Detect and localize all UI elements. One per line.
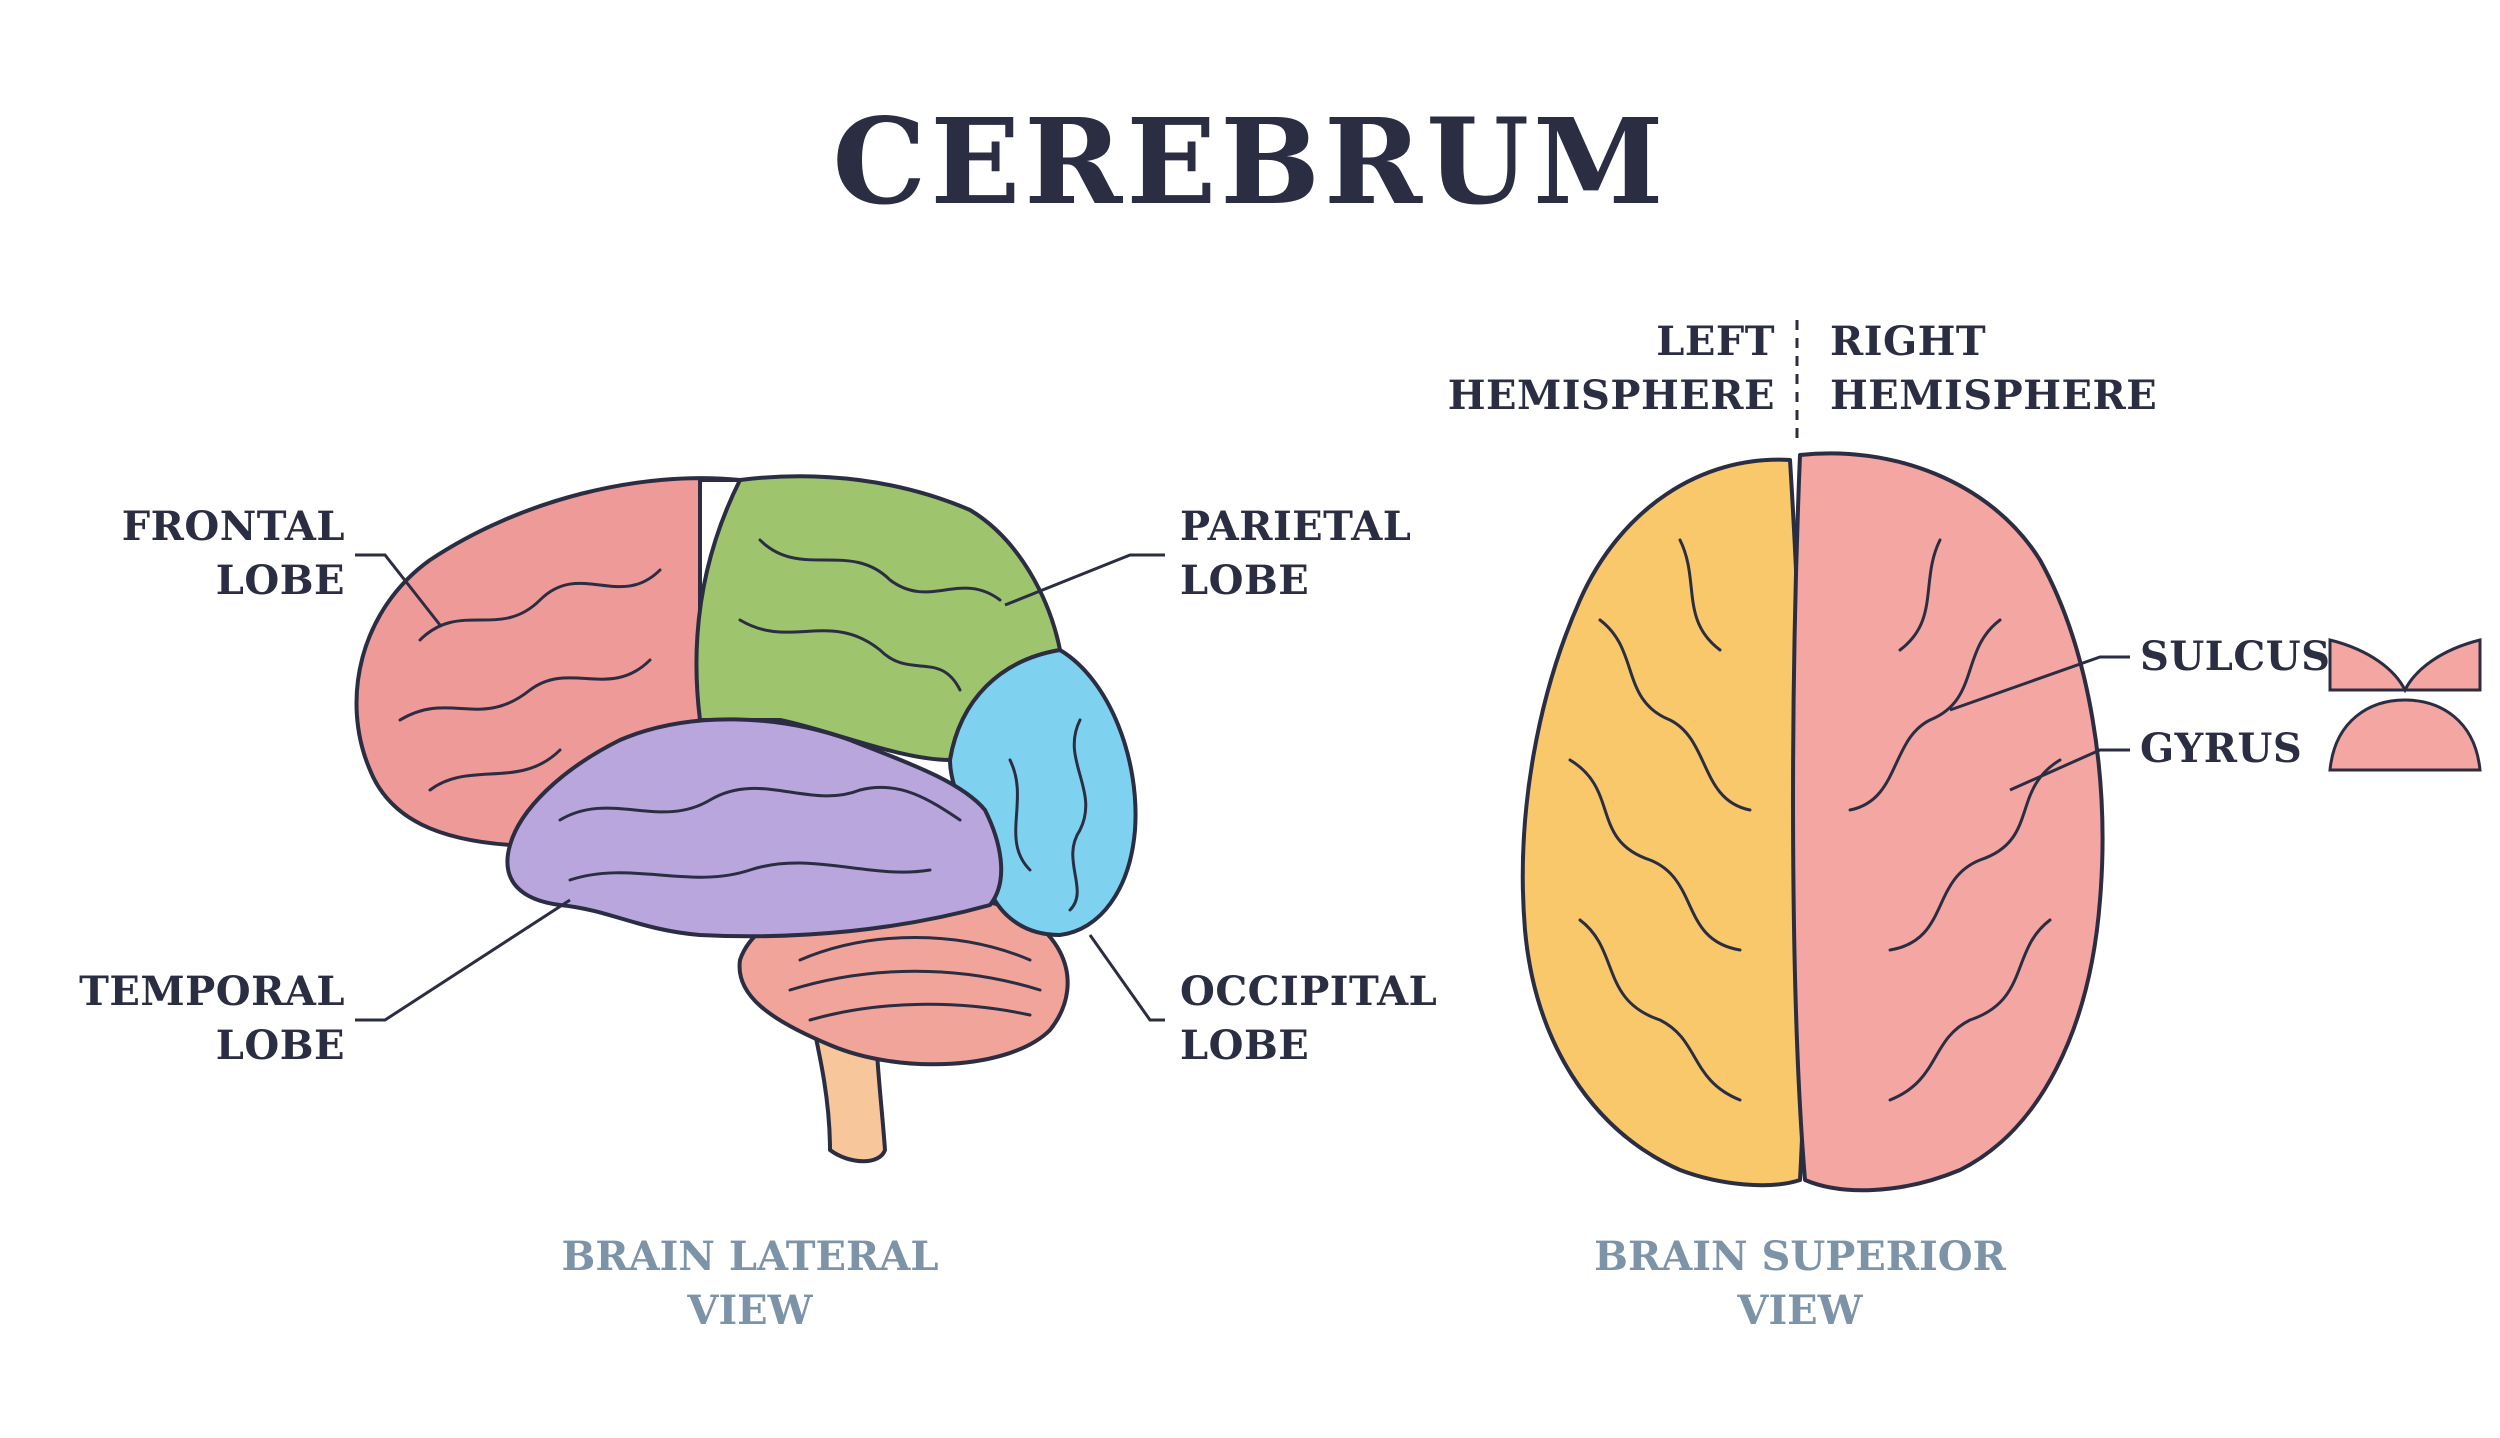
occipital-lobe-label: OCCIPITAL LOBE bbox=[1180, 968, 1438, 1069]
cerebellum-folds bbox=[788, 936, 1042, 1022]
left-hemisphere-label: LEFT HEMISPHERE bbox=[1447, 318, 1775, 419]
lateral-sulci bbox=[398, 538, 1088, 912]
occipital-leader bbox=[1088, 934, 1165, 1022]
sulcus-leader bbox=[1949, 655, 2130, 712]
sulcus-label: SULCUS bbox=[2140, 633, 2331, 680]
superior-view-caption: BRAIN SUPERIOR VIEW bbox=[1594, 1233, 2006, 1334]
lateral-brain bbox=[354, 474, 1138, 1164]
right-hemisphere bbox=[1791, 451, 2105, 1193]
frontal-lobe-label: FRONTAL LOBE bbox=[121, 503, 345, 604]
lateral-view-caption: BRAIN LATERAL VIEW bbox=[561, 1233, 939, 1334]
superior-brain bbox=[1520, 451, 2105, 1193]
superior-sulci bbox=[1568, 538, 2062, 1102]
right-hemisphere-label: RIGHT HEMISPHERE bbox=[1830, 318, 2158, 419]
gyrus-icon bbox=[2328, 698, 2482, 772]
sulcus-icon bbox=[2328, 638, 2482, 694]
gyrus-leader bbox=[2009, 748, 2130, 792]
page-title: CEREBRUM bbox=[832, 92, 1668, 231]
gyrus-label: GYRUS bbox=[2140, 725, 2303, 772]
superior-leaders bbox=[1949, 655, 2130, 792]
left-hemisphere bbox=[1520, 457, 1808, 1188]
temporal-lobe bbox=[505, 717, 1004, 939]
temporal-lobe-label: TEMPORAL LOBE bbox=[79, 968, 345, 1069]
parietal-lobe-label: PARIETAL LOBE bbox=[1180, 503, 1412, 604]
lateral-leaders bbox=[355, 553, 1165, 1022]
frontal-leader bbox=[355, 553, 442, 626]
parietal-leader bbox=[1004, 553, 1165, 607]
temporal-leader bbox=[355, 898, 571, 1022]
